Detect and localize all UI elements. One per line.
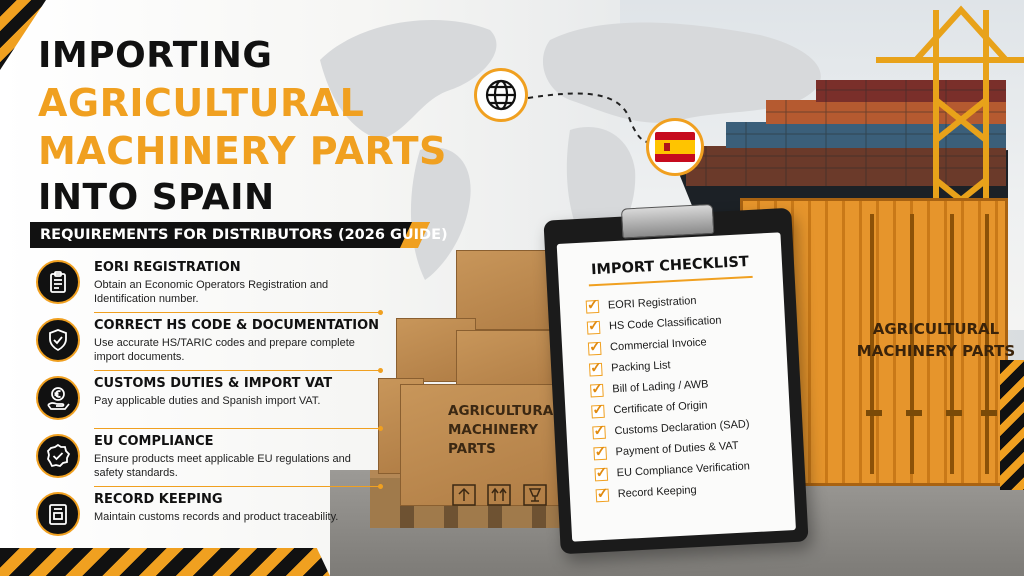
requirement-title: EORI REGISTRATION bbox=[94, 260, 241, 275]
headline-line-4: INTO SPAIN bbox=[38, 177, 275, 218]
requirement-item: EU COMPLIANCE Ensure products meet appli… bbox=[36, 434, 383, 490]
hazard-stripe-bottom bbox=[0, 548, 330, 576]
requirement-icon-badge bbox=[36, 376, 80, 420]
requirement-description: Pay applicable duties and Spanish import… bbox=[94, 395, 321, 407]
subtitle: REQUIREMENTS FOR DISTRIBUTORS (2026 GUID… bbox=[40, 227, 448, 243]
requirement-icon-badge bbox=[36, 260, 80, 304]
spain-flag-badge bbox=[646, 118, 704, 176]
headline-line-1: IMPORTING bbox=[38, 35, 273, 76]
checkbox-checked-icon bbox=[586, 320, 601, 335]
requirement-icon-badge bbox=[36, 492, 80, 536]
euro-hand-icon bbox=[47, 387, 70, 410]
checkbox-checked-icon bbox=[593, 446, 608, 461]
spain-flag-icon bbox=[655, 132, 695, 162]
clipboard-clip bbox=[620, 203, 715, 239]
globe-icon bbox=[485, 79, 517, 111]
divider bbox=[94, 484, 383, 489]
clipboard-icon bbox=[50, 271, 66, 293]
divider bbox=[94, 368, 383, 373]
shield-check-icon bbox=[49, 329, 67, 352]
ship-container-stacks bbox=[686, 80, 1006, 186]
port-crane bbox=[876, 5, 1024, 240]
hazard-stripe-right bbox=[1000, 360, 1024, 490]
boxes-label: AGRICULTURAL MACHINERY PARTS bbox=[448, 403, 562, 457]
checkbox-checked-icon bbox=[588, 362, 603, 377]
requirement-icon-badge bbox=[36, 318, 80, 362]
requirement-description: Maintain customs records and product tra… bbox=[94, 511, 339, 523]
checkbox-checked-icon bbox=[591, 404, 605, 419]
badge-check-icon bbox=[47, 443, 71, 468]
headline-line-3: MACHINERY PARTS bbox=[38, 129, 447, 173]
checkbox-checked-icon bbox=[590, 383, 604, 398]
shipping-symbols-icon bbox=[452, 484, 547, 506]
requirement-item: RECORD KEEPING Maintain customs records … bbox=[36, 492, 356, 548]
checkbox-checked-icon bbox=[585, 299, 600, 314]
requirement-description: Obtain an Economic Operators Registratio… bbox=[94, 279, 329, 305]
checklist-title-rule bbox=[588, 275, 753, 287]
requirement-item: CORRECT HS CODE & DOCUMENTATION Use accu… bbox=[36, 318, 383, 374]
checkbox-checked-icon bbox=[595, 488, 610, 503]
checkbox-checked-icon bbox=[594, 467, 609, 482]
import-checklist-clipboard: IMPORT CHECKLIST EORI Registration HS Co… bbox=[543, 203, 809, 555]
headline-line-2: AGRICULTURAL bbox=[38, 81, 365, 125]
container-door-bars bbox=[866, 214, 997, 474]
requirement-icon-badge bbox=[36, 434, 80, 478]
requirement-item: CUSTOMS DUTIES & IMPORT VAT Pay applicab… bbox=[36, 376, 383, 432]
requirement-description: Ensure products meet applicable EU regul… bbox=[94, 453, 351, 479]
requirement-title: EU COMPLIANCE bbox=[94, 434, 214, 449]
requirement-title: CORRECT HS CODE & DOCUMENTATION bbox=[94, 318, 380, 333]
divider bbox=[94, 310, 383, 315]
divider bbox=[94, 426, 383, 431]
requirement-description: Use accurate HS/TARIC codes and prepare … bbox=[94, 337, 355, 363]
checklist-paper: IMPORT CHECKLIST EORI Registration HS Co… bbox=[556, 232, 796, 542]
subtitle-bar bbox=[30, 222, 430, 248]
requirement-item: EORI REGISTRATION Obtain an Economic Ope… bbox=[36, 260, 383, 316]
checkbox-checked-icon bbox=[592, 425, 606, 440]
folder-icon bbox=[49, 504, 67, 525]
requirement-title: RECORD KEEPING bbox=[94, 492, 223, 507]
container-label: AGRICULTURAL MACHINERY PARTS bbox=[856, 320, 1016, 360]
requirement-title: CUSTOMS DUTIES & IMPORT VAT bbox=[94, 376, 333, 391]
globe-badge bbox=[474, 68, 528, 122]
checkbox-checked-icon bbox=[587, 341, 602, 356]
